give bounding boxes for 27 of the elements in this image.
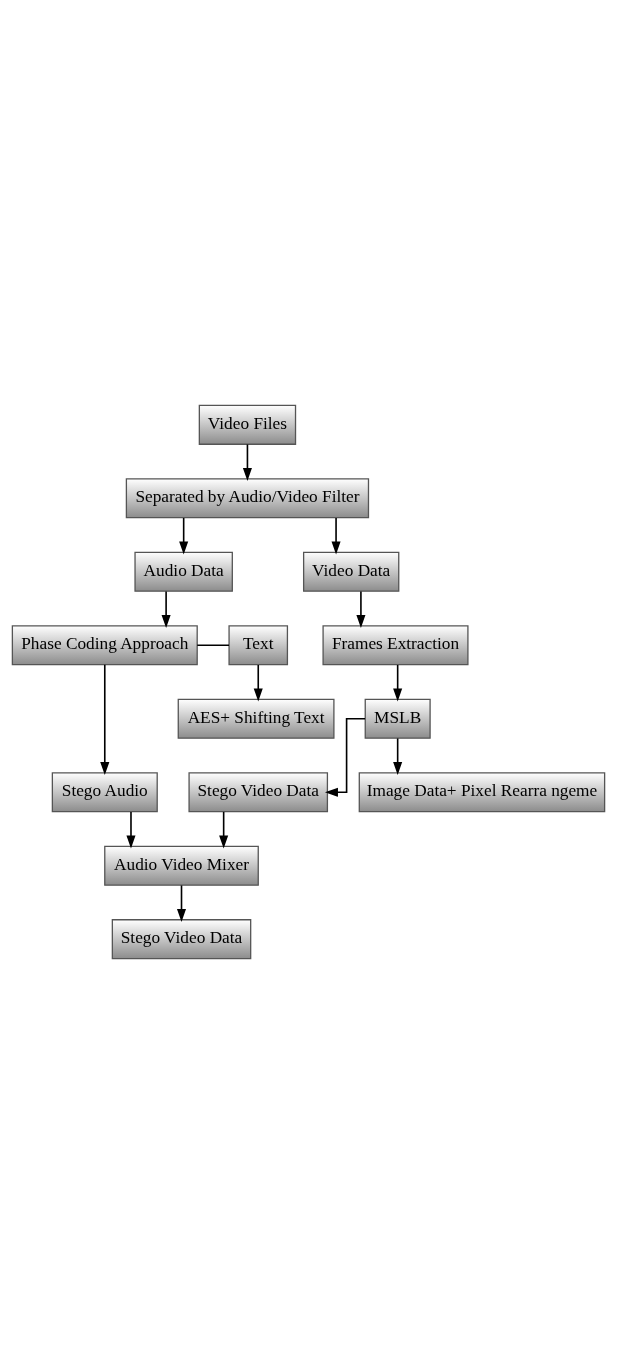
node-box: Video Files (198, 404, 297, 445)
node-box: AES+ Shifting Text (177, 698, 335, 739)
arrow (331, 517, 341, 555)
arrow (253, 664, 263, 702)
node-box: Text (228, 625, 289, 666)
arrow (393, 737, 403, 775)
node-box: Stego Audio (51, 772, 158, 813)
arrow (393, 664, 403, 702)
node-box: Separated by Audio/Video Filter (125, 478, 370, 519)
arrow (100, 663, 110, 776)
arrow (242, 443, 252, 481)
node-box: Stego Video Data (111, 919, 252, 960)
node-box: Phase Coding Approach (11, 625, 198, 666)
node-box: Audio Data (134, 551, 233, 592)
arrow (179, 517, 189, 555)
node-box: Video Data (303, 551, 400, 592)
arrow (176, 884, 187, 922)
node-box: Stego Video Data (188, 772, 329, 813)
connector (196, 644, 230, 647)
node-box: Frames Extraction (322, 625, 469, 666)
arrow (356, 590, 366, 628)
arrow (126, 811, 136, 849)
arrow (219, 811, 229, 849)
arrow (161, 590, 171, 628)
node-box: Audio Video Mixer (104, 845, 259, 886)
node-box: MSLB (364, 698, 431, 739)
node-box: Image Data+ Pixel Rearra ngeme (358, 772, 606, 813)
